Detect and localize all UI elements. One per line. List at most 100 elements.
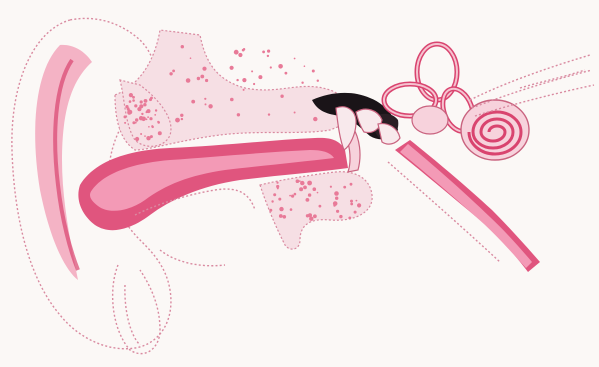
bone-speckle bbox=[200, 75, 204, 79]
bone-speckle bbox=[139, 104, 143, 108]
bone-speckle bbox=[139, 116, 143, 120]
bone-speckle bbox=[169, 72, 172, 75]
bone-speckle bbox=[243, 89, 245, 91]
bone-speckle bbox=[350, 183, 353, 186]
bone-speckle bbox=[124, 122, 126, 124]
bone-speckle bbox=[124, 115, 127, 118]
bone-speckle bbox=[330, 186, 332, 188]
bone-speckle bbox=[144, 135, 146, 137]
bone-speckle bbox=[242, 49, 245, 52]
bone-speckle bbox=[336, 210, 339, 213]
bone-speckle bbox=[317, 80, 319, 82]
bone-speckle bbox=[333, 201, 338, 206]
bone-speckle bbox=[251, 70, 253, 72]
bone-speckle bbox=[147, 116, 149, 118]
bone-speckle bbox=[296, 179, 300, 183]
bone-speckle bbox=[125, 105, 128, 108]
bone-speckle bbox=[172, 70, 175, 73]
bone-speckle bbox=[301, 82, 303, 84]
bone-speckle bbox=[181, 45, 184, 48]
bone-speckle bbox=[279, 207, 283, 211]
bone-speckle bbox=[358, 205, 360, 207]
bone-speckle bbox=[294, 58, 296, 60]
eustachian-tube bbox=[388, 140, 540, 272]
bone-speckle bbox=[289, 195, 291, 197]
bone-speckle bbox=[135, 118, 138, 121]
bone-speckle bbox=[253, 83, 255, 85]
bone-speckle bbox=[277, 187, 279, 189]
bone-speckle bbox=[129, 93, 133, 97]
bone-speckle bbox=[157, 121, 159, 123]
bone-speckle bbox=[313, 117, 317, 121]
bone-speckle bbox=[350, 203, 353, 206]
bone-speckle bbox=[190, 57, 192, 59]
bone-speckle bbox=[143, 103, 146, 106]
bone-speckle bbox=[148, 126, 150, 128]
bone-speckle bbox=[303, 186, 307, 190]
bone-speckle bbox=[285, 72, 288, 75]
bone-speckle bbox=[242, 78, 246, 82]
bone-speckle bbox=[204, 98, 206, 100]
bone-speckle bbox=[237, 113, 240, 116]
bone-speckle bbox=[291, 195, 294, 198]
bone-speckle bbox=[267, 55, 269, 57]
bone-speckle bbox=[300, 181, 304, 185]
bone-speckle bbox=[128, 109, 130, 111]
bone-speckle bbox=[317, 192, 319, 194]
bone-speckle bbox=[140, 133, 142, 135]
bone-speckle bbox=[294, 112, 296, 114]
bone-speckle bbox=[276, 182, 278, 184]
bone-speckle bbox=[236, 79, 238, 81]
bone-speckle bbox=[278, 198, 281, 201]
bone-speckle bbox=[268, 113, 270, 115]
bone-speckle bbox=[230, 66, 234, 70]
bone-speckle bbox=[356, 200, 358, 202]
bone-speckle bbox=[306, 198, 310, 202]
bone-speckle bbox=[149, 117, 152, 120]
bone-speckle bbox=[339, 215, 342, 218]
cochlea bbox=[461, 100, 529, 160]
bone-speckle bbox=[147, 109, 151, 113]
bone-speckle bbox=[299, 187, 303, 191]
bone-speckle bbox=[308, 193, 311, 196]
bone-speckle bbox=[271, 200, 273, 202]
bone-speckle bbox=[290, 208, 293, 211]
bone-speckle bbox=[304, 65, 306, 67]
bone-speckle bbox=[230, 98, 234, 102]
bone-speckle bbox=[146, 136, 150, 140]
bone-speckle bbox=[186, 78, 191, 83]
bone-speckle bbox=[270, 66, 272, 68]
bone-speckle bbox=[134, 104, 137, 107]
bone-speckle bbox=[180, 114, 183, 117]
bone-speckle bbox=[238, 53, 242, 57]
bone-speckle bbox=[348, 217, 351, 220]
bone-speckle bbox=[205, 79, 208, 82]
bone-speckle bbox=[234, 50, 239, 55]
bone-speckle bbox=[334, 191, 339, 196]
bone-speckle bbox=[267, 50, 270, 53]
bone-speckle bbox=[319, 205, 322, 208]
bone-speckle bbox=[343, 186, 346, 189]
bone-speckle bbox=[350, 200, 353, 203]
bone-speckle bbox=[175, 118, 180, 123]
bone-speckle bbox=[280, 95, 283, 98]
bone-speckle bbox=[313, 214, 317, 218]
bone-speckle bbox=[279, 214, 283, 218]
bone-speckle bbox=[312, 70, 315, 73]
bone-speckle bbox=[313, 187, 317, 191]
bone-speckle bbox=[262, 51, 265, 54]
bone-speckle bbox=[150, 97, 153, 100]
bone-speckle bbox=[132, 99, 135, 102]
bone-speckle bbox=[155, 109, 157, 111]
bone-speckle bbox=[129, 100, 132, 103]
bone-speckle bbox=[135, 137, 139, 141]
bone-speckle bbox=[191, 100, 195, 104]
bone-speckle bbox=[354, 211, 357, 214]
bone-speckle bbox=[132, 121, 135, 124]
bone-speckle bbox=[273, 193, 276, 196]
temporal-bone-tissue bbox=[115, 30, 372, 249]
bone-speckle bbox=[197, 77, 200, 80]
bone-speckle bbox=[202, 67, 206, 71]
